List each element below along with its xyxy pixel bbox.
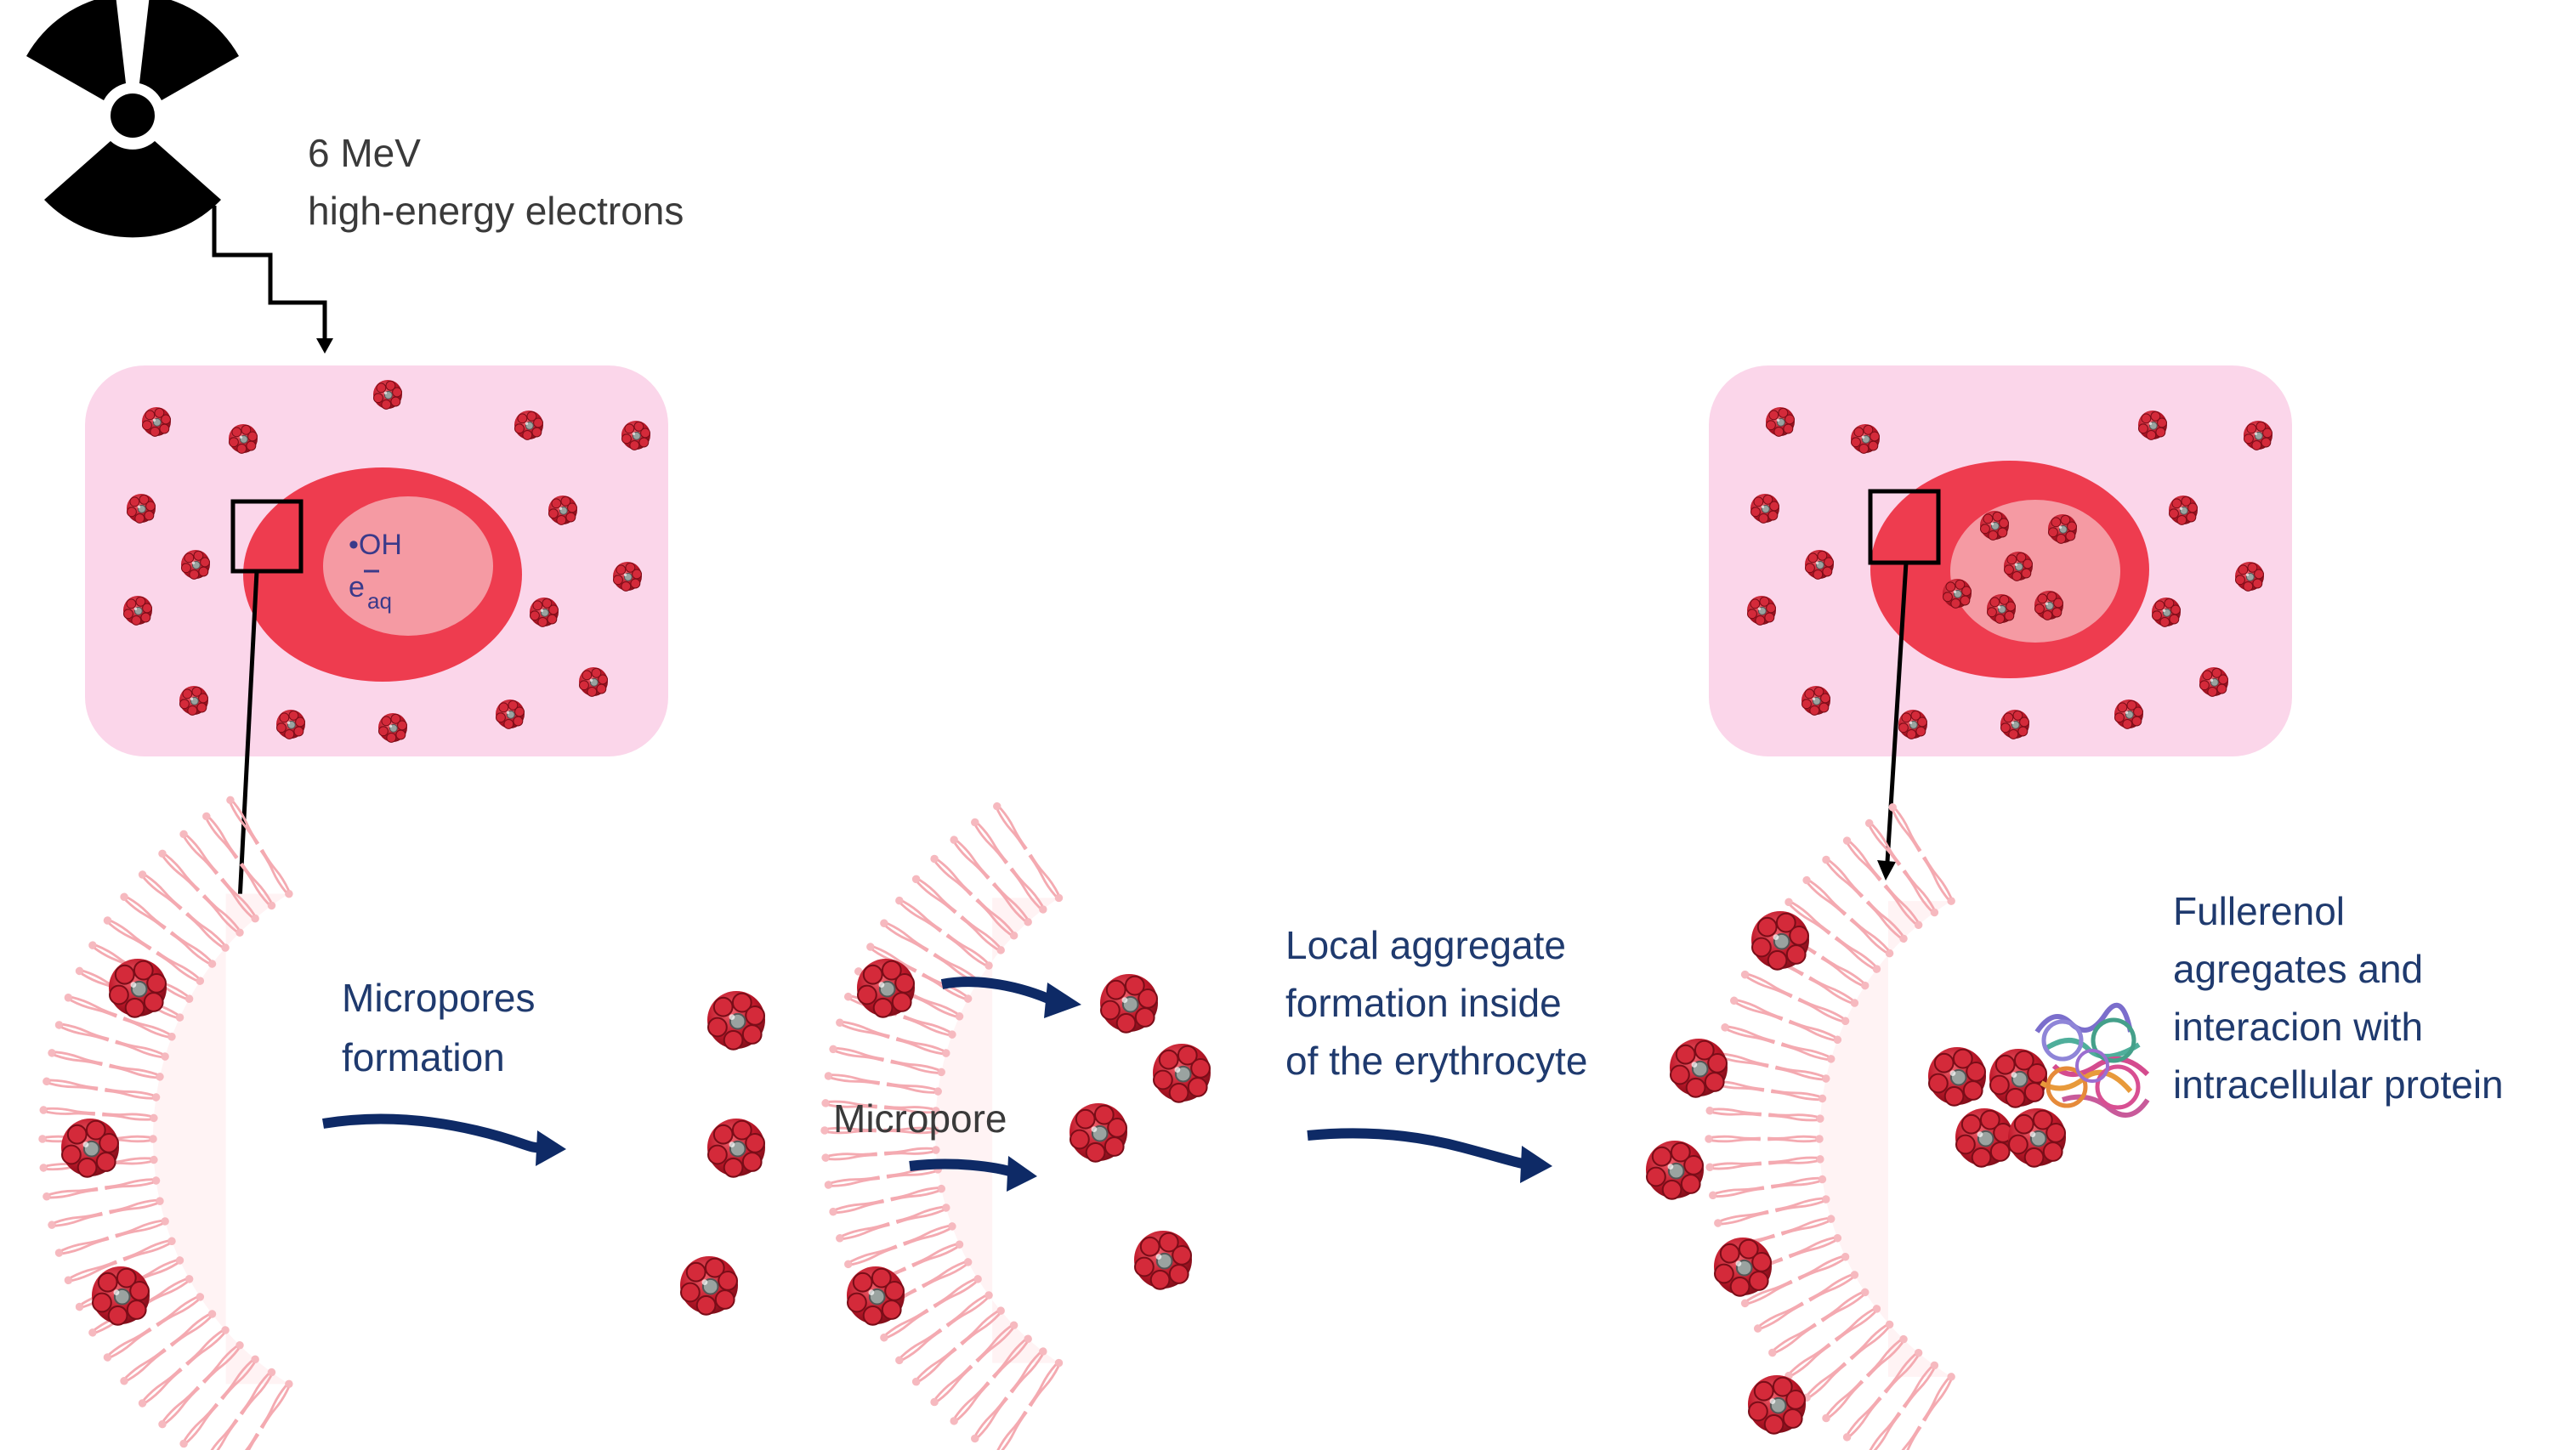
fullerenol-molecule-icon (1748, 1375, 1806, 1434)
zoom-box-left (230, 499, 304, 574)
hydroxyl-radical-label: •OH (349, 529, 402, 561)
energy-description-label: high-energy electrons (308, 189, 684, 233)
fullerenol-molecule-icon (1751, 911, 1809, 970)
aggregate-cell-panel (1709, 365, 2292, 756)
fullerenol-molecule-icon (1070, 1103, 1127, 1162)
fullerenol-molecule-icon (92, 1266, 150, 1325)
fullerenol-molecule-icon (1134, 1231, 1192, 1289)
fullerenol-molecule-icon (1646, 1141, 1704, 1199)
fullerenol-molecule-icon (1153, 1044, 1211, 1102)
aggregate-interaction-line4: intracellular protein (2173, 1062, 2504, 1107)
fullerenol-molecule-icon (707, 991, 765, 1050)
fullerenol-molecule-icon (847, 1266, 905, 1325)
solvated-electron-label: e (349, 571, 365, 603)
micropores-formation-arrow (322, 1113, 566, 1166)
cell-membrane-porous (819, 799, 1066, 1450)
membrane-group (37, 793, 1959, 1450)
protein-structure-icon (2034, 1002, 2150, 1118)
fullerenol-molecule-icon (1100, 974, 1158, 1033)
irradiated-cell-panel (85, 365, 668, 756)
aggregate-interaction-line2: agregates and (2173, 947, 2423, 991)
micropore-label: Micropore (833, 1096, 1007, 1141)
fullerenol-molecule-icon (857, 959, 915, 1017)
cell-membrane-aggregate (1703, 800, 1959, 1450)
micropores-label-line2: formation (342, 1035, 505, 1079)
local-aggregate-line2: formation inside (1285, 981, 1562, 1025)
radiation-hazard-icon (26, 0, 239, 238)
aggregate-interaction-line3: interacion with (2173, 1005, 2423, 1049)
fullerenol-aggregate-icon (1989, 1049, 2047, 1107)
aggregate-formation-arrow (1307, 1128, 1552, 1183)
fullerenol-molecule-icon (707, 1119, 765, 1177)
local-aggregate-line1: Local aggregate (1285, 923, 1566, 967)
influx-arrow-bottom (909, 1156, 1037, 1192)
aggregate-interaction-line1: Fullerenol (2173, 889, 2345, 933)
fullerenol-molecule-icon (1714, 1238, 1772, 1296)
energy-value-label: 6 MeV (308, 131, 421, 175)
fullerenol-aggregate-icon (1955, 1108, 2013, 1167)
zoom-arrow-right (1877, 562, 1909, 881)
fullerenol-molecule-icon (680, 1256, 738, 1315)
fullerenol-molecule-icon (1670, 1039, 1728, 1097)
fullerenol-molecule-icon (109, 959, 167, 1017)
local-aggregate-line3: of the erythrocyte (1285, 1039, 1587, 1083)
fullerenol-aggregate-icon (2008, 1108, 2066, 1167)
cell-membrane-intact (37, 793, 296, 1450)
influx-arrow-top (940, 977, 1081, 1018)
micropores-label-line1: Micropores (342, 976, 536, 1020)
fullerenol-aggregate-icon (1928, 1047, 1986, 1106)
radiation-beam-arrow (212, 206, 333, 354)
solvated-electron-subscript: aq (367, 588, 392, 614)
